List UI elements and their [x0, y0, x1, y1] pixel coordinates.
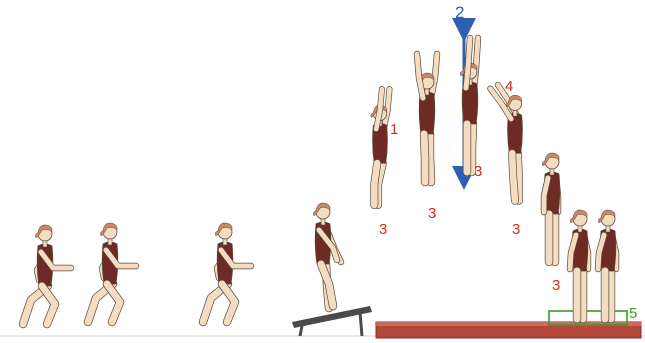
gymnast-figure-run-1 [23, 225, 71, 324]
gymnast-figure-flight-2 [417, 54, 437, 182]
figures [23, 38, 616, 324]
gymnast-figure-landing-2 [570, 210, 588, 319]
marker-5: 5 [629, 305, 637, 322]
gymnast-figure-run-3 [203, 223, 251, 322]
gymnast-figure-flight-4 [490, 85, 522, 201]
marker-3-flight-1: 3 [379, 221, 387, 238]
gymnast-figure-flight-1 [371, 89, 390, 205]
marker-4: 4 [505, 78, 513, 95]
gymnast-figure-takeoff [313, 203, 341, 308]
gymnast-figure-landing-1 [542, 153, 559, 262]
marker-3-flight-3: 3 [474, 163, 482, 180]
marker-3-landing: 3 [552, 277, 560, 294]
gymnast-figure-landing-3 [598, 210, 616, 319]
marker-1: 1 [390, 121, 398, 138]
marker-3-flight-4: 3 [512, 221, 520, 238]
gymnast-figure-run-2 [88, 223, 136, 322]
marker-3-flight-2: 3 [428, 205, 436, 222]
marker-2: 2 [455, 3, 464, 22]
